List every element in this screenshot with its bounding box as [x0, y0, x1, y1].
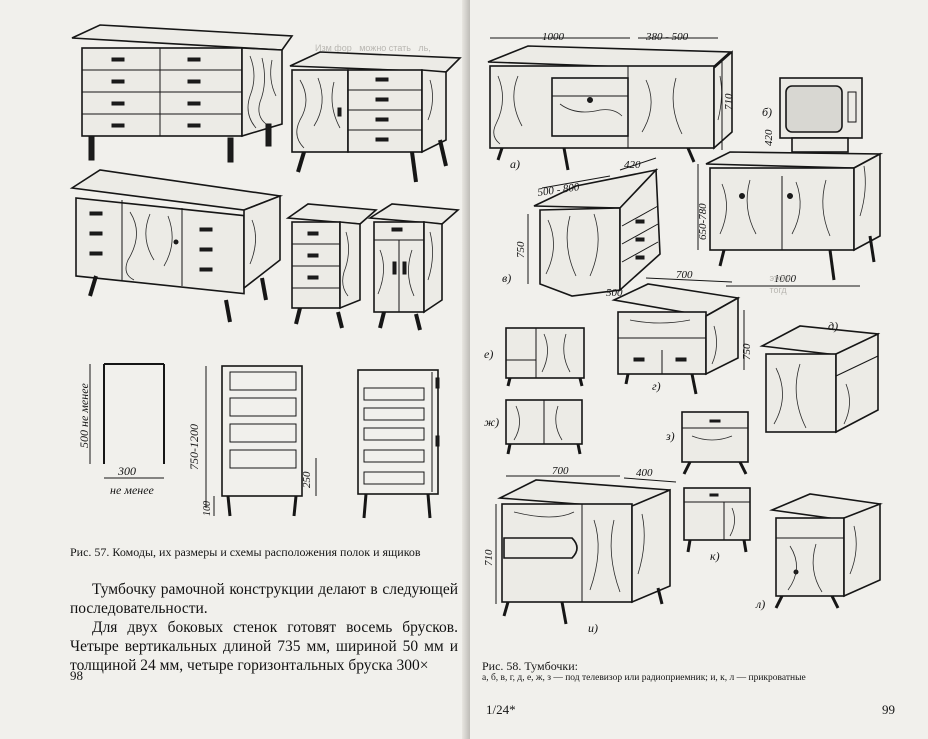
label-1000-b: 1000	[774, 273, 797, 285]
label-750-g: 750	[741, 343, 753, 360]
page-98: Изм фор можно стать ль, над ч еше над	[0, 0, 470, 739]
label-500-g: 500	[606, 287, 623, 299]
label-250: 250	[301, 471, 313, 488]
letter-k: к)	[710, 549, 720, 563]
tv-cabinet-b	[697, 77, 884, 287]
letter-zh: ж)	[484, 415, 499, 429]
bedside-l	[769, 493, 883, 609]
letter-a: а)	[510, 157, 520, 171]
figure-58-caption-title: Рис. 58. Тумбочки:	[482, 659, 579, 673]
figure-58-caption: Рис. 58. Тумбочки: а, б, в, г, д, е, ж, …	[482, 660, 920, 684]
figure-57-caption: Рис. 57. Комоды, их размеры и схемы расп…	[70, 545, 421, 559]
figure-57-drawings: 500 не менее 300 не менее 750-1200 250 1…	[69, 24, 462, 519]
figure-58-drawings: 1000 380 - 500 710 а) б) 420	[483, 31, 884, 635]
letter-b: б)	[762, 105, 772, 119]
page-99: 1000 380 - 500 710 а) б) 420	[470, 0, 928, 739]
label-650-780: 650-780	[697, 203, 709, 240]
open-cabinet-g	[611, 277, 745, 395]
low-cabinet-v	[527, 157, 661, 297]
label-700-g: 700	[676, 269, 693, 281]
small-cabinet-e	[505, 327, 585, 387]
page-number-left: 98	[70, 668, 83, 683]
letter-g: г)	[652, 379, 661, 393]
bedside-i	[495, 475, 677, 625]
label-710-a: 710	[723, 93, 735, 110]
label-500-800: 500 - 800	[537, 181, 581, 199]
schema-drawer-stack	[205, 365, 317, 517]
label-380-500: 380 - 500	[645, 31, 689, 43]
label-750-v: 750	[515, 241, 527, 258]
label-500-min: 500 не менее	[77, 382, 91, 448]
bleed-through-text-right: этого тогд	[769, 273, 792, 295]
label-1000-a: 1000	[542, 31, 565, 43]
letter-i: и)	[588, 621, 598, 635]
nightstand-k	[683, 487, 751, 553]
label-420-b: 420	[763, 129, 775, 146]
body-paragraph-1: Тумбочку рамочной конструкции делают в с…	[70, 581, 458, 617]
letter-z: з)	[665, 429, 675, 443]
letter-l: л)	[755, 597, 765, 611]
label-700-i: 700	[552, 465, 569, 477]
schema-min-dimensions	[89, 363, 165, 479]
dresser-tall-legs	[71, 24, 294, 163]
page-number-right: 99	[882, 702, 895, 717]
letter-d: д)	[828, 319, 838, 333]
letter-e: е)	[484, 347, 493, 361]
small-cabinet-zh	[505, 399, 583, 455]
body-paragraph-2: Для двух боковых стенок готовят восемь б…	[70, 619, 458, 674]
schema-door-front	[357, 369, 440, 519]
nightstand-doors	[367, 203, 460, 331]
dresser-long	[69, 169, 284, 323]
label-750-1200: 750-1200	[187, 424, 201, 470]
tv-stand-a	[487, 37, 733, 171]
label-420-v: 420	[624, 159, 641, 171]
cube-cabinet-d	[759, 325, 881, 434]
small-cabinet-z	[681, 411, 749, 475]
signature-mark: 1/24*	[486, 702, 516, 717]
dresser-splayed-legs	[289, 51, 462, 183]
label-300-min: не менее	[110, 483, 155, 497]
label-400-i: 400	[636, 467, 653, 479]
label-710-i: 710	[483, 549, 495, 566]
label-300: 300	[117, 464, 136, 478]
label-100: 100	[202, 501, 213, 516]
figure-58-caption-body: а, б, в, г, д, е, ж, з — под телевизор и…	[482, 673, 806, 683]
letter-v: в)	[502, 271, 511, 285]
nightstand-drawers	[285, 203, 378, 329]
